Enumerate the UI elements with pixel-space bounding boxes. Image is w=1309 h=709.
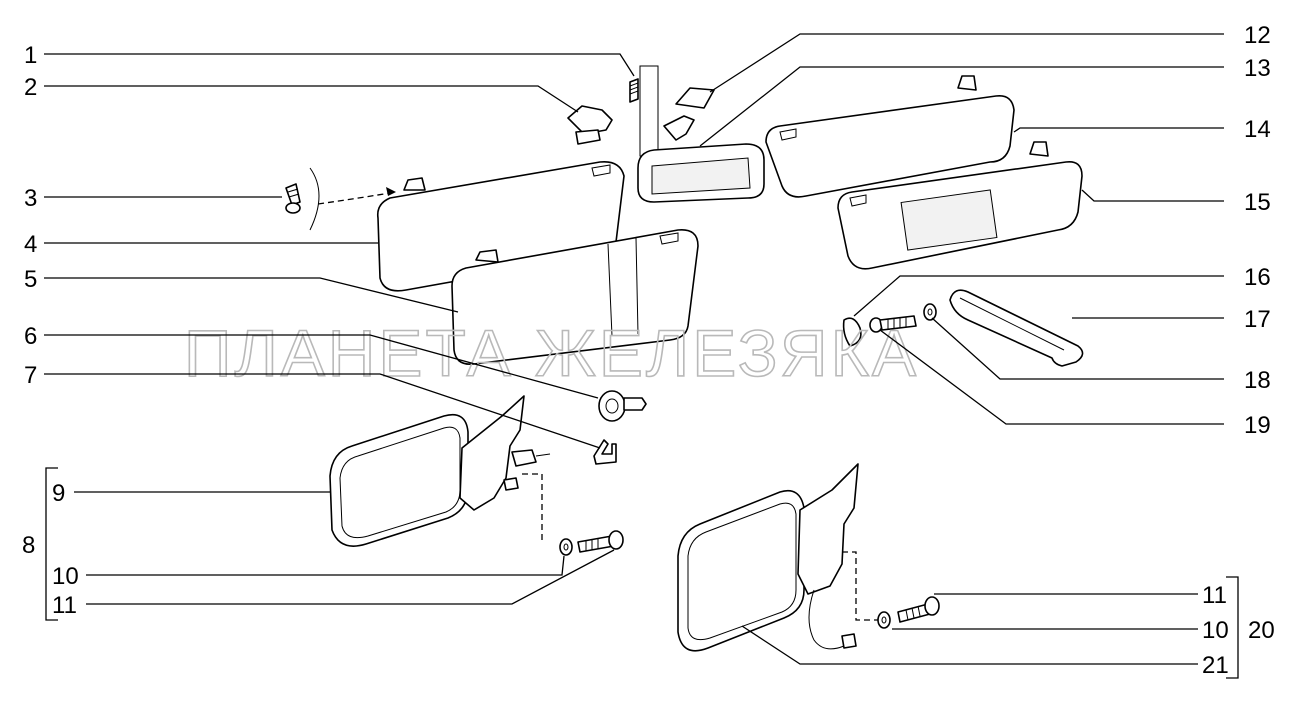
callout-5: 5 xyxy=(24,266,37,293)
mirror-left-assembly-line xyxy=(522,473,543,542)
part-21-outside-mirror-right xyxy=(677,463,859,652)
callout-17: 17 xyxy=(1244,306,1271,333)
callout-10-left: 10 xyxy=(52,563,79,590)
part-2-clip xyxy=(567,105,613,145)
part-14-sun-visor xyxy=(765,75,1015,198)
part-19-bolt xyxy=(869,315,917,333)
part-16-cap xyxy=(842,317,862,347)
callout-7: 7 xyxy=(24,362,37,389)
callout-8: 8 xyxy=(22,532,35,559)
callout-1: 1 xyxy=(24,42,37,69)
part-15-sun-visor xyxy=(837,141,1083,270)
part-10-washer-right xyxy=(877,611,891,629)
callout-13: 13 xyxy=(1244,55,1271,82)
callout-19: 19 xyxy=(1244,412,1271,439)
callout-21: 21 xyxy=(1202,652,1229,679)
callout-9: 9 xyxy=(52,480,65,507)
callout-20: 20 xyxy=(1248,617,1275,644)
part-18-washer xyxy=(923,303,937,321)
part-12-cover xyxy=(675,87,715,109)
part-7-clip xyxy=(593,439,617,465)
part-3-screw xyxy=(285,183,301,214)
callout-12: 12 xyxy=(1244,22,1271,49)
callout-16: 16 xyxy=(1244,264,1271,291)
callout-6: 6 xyxy=(24,323,37,350)
callout-18: 18 xyxy=(1244,367,1271,394)
part-9-outside-mirror-left xyxy=(329,395,551,547)
part-17-grab-handle xyxy=(949,289,1084,367)
callout-14: 14 xyxy=(1244,116,1271,143)
part-13-rearview-mirror xyxy=(637,115,765,203)
leader-lines xyxy=(44,33,1239,679)
callout-numbers: 1 2 3 4 5 6 7 8 9 10 11 12 13 14 15 16 1… xyxy=(22,22,1275,679)
part-6-cap xyxy=(598,390,647,422)
callout-15: 15 xyxy=(1244,189,1271,216)
watermark-text: ПЛАНЕТА ЖЕЛЕЗЯКА xyxy=(184,316,919,390)
callout-11-right: 11 xyxy=(1202,582,1227,609)
callout-11-left: 11 xyxy=(52,592,77,619)
part-10-washer-left xyxy=(559,538,573,556)
part-5-sun-visor xyxy=(451,229,699,366)
part-11-screw-right xyxy=(897,596,940,623)
bracket-curve xyxy=(309,167,320,231)
callout-10-right: 10 xyxy=(1202,617,1229,644)
callout-2: 2 xyxy=(24,74,37,101)
part-11-screw-left xyxy=(577,530,624,553)
part-1-spring xyxy=(629,65,659,157)
callout-3: 3 xyxy=(24,185,37,212)
mirror-right-assembly-line xyxy=(842,551,880,621)
callout-4: 4 xyxy=(24,231,37,258)
